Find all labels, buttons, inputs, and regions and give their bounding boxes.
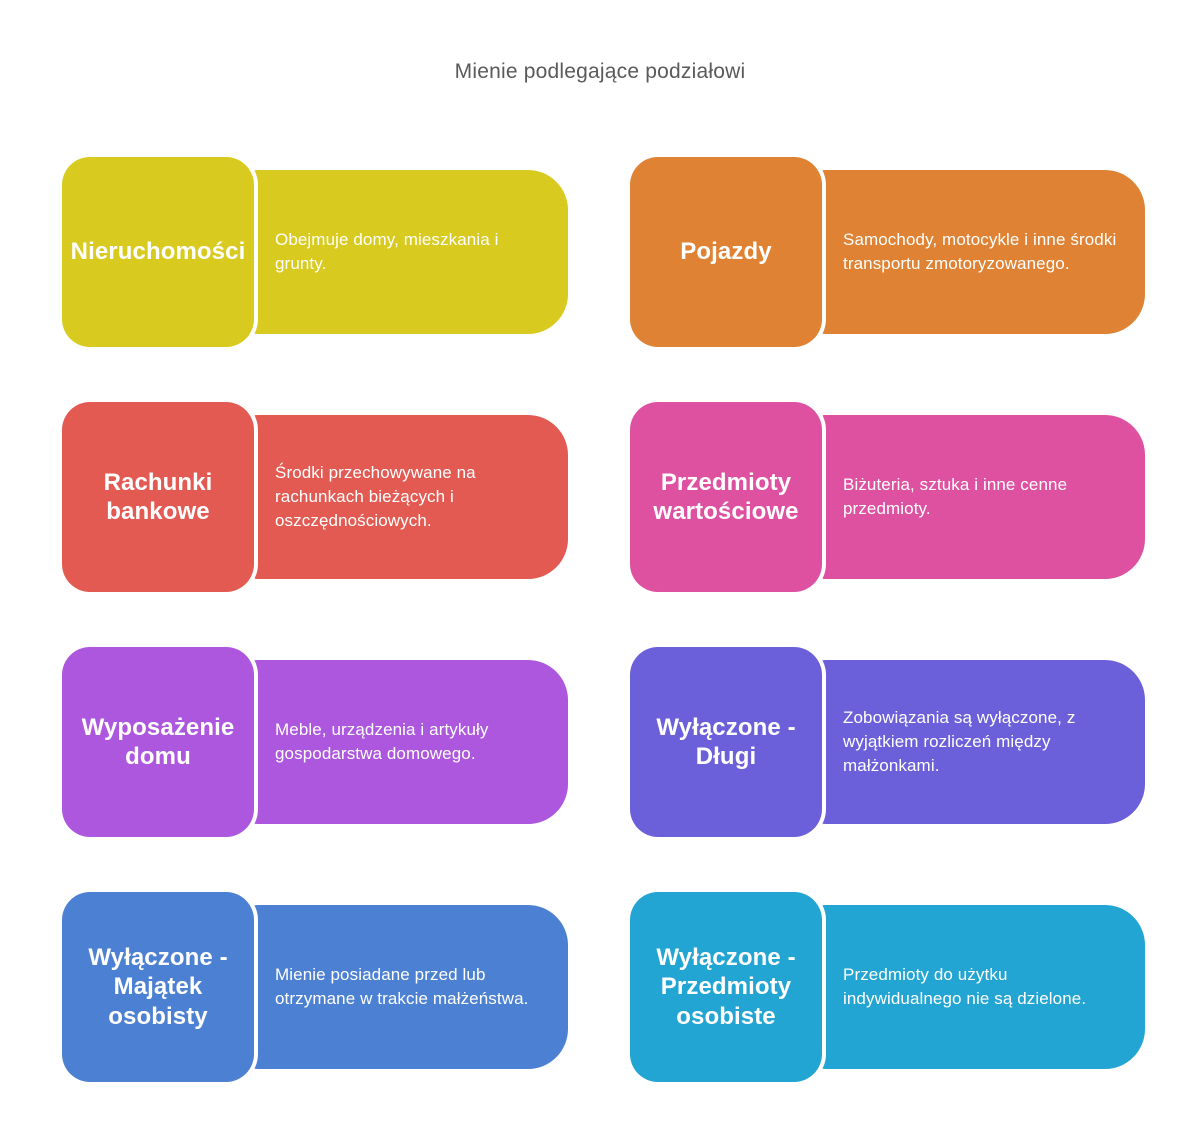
cards-grid: Obejmuje domy, mieszkania i grunty. Nier… — [62, 157, 1200, 1082]
card-valuables: Biżuteria, sztuka i inne cenne przedmiot… — [630, 402, 1145, 592]
page-title: Mienie podlegające podziałowi — [454, 60, 746, 83]
card-home-furnishings: Meble, urządzenia i artykuły gospodarstw… — [62, 647, 568, 837]
card-excluded-personal-items: Przedmioty do użytku indywidualnego nie … — [630, 892, 1145, 1082]
card-label: Przedmioty wartościowe — [653, 468, 799, 525]
card-label-box: Wyposażenie domu — [62, 647, 254, 837]
card-label-box: Rachunki bankowe — [62, 402, 254, 592]
card-description: Samochody, motocykle i inne środki trans… — [843, 229, 1117, 273]
card-label: Pojazdy — [680, 238, 772, 266]
card-label-box: Nieruchomości — [62, 157, 254, 347]
card-bank-accounts: Środki przechowywane na rachunkach bieżą… — [62, 402, 568, 592]
card-description: Zobowiązania są wyłączone, z wyjątkiem r… — [843, 707, 1076, 776]
card-label: Wyłączone - Majątek osobisty — [88, 944, 228, 1030]
card-description: Mienie posiadane przed lub otrzymane w t… — [275, 964, 529, 1008]
card-description-box: Meble, urządzenia i artykuły gospodarstw… — [234, 660, 568, 824]
card-description-box: Zobowiązania są wyłączone, z wyjątkiem r… — [802, 660, 1145, 824]
card-label-box: Wyłączone - Przedmioty osobiste — [630, 892, 822, 1082]
card-description-box: Przedmioty do użytku indywidualnego nie … — [802, 905, 1145, 1069]
card-description: Przedmioty do użytku indywidualnego nie … — [843, 964, 1087, 1008]
card-label: Wyłączone - Długi — [656, 713, 796, 770]
card-label: Nieruchomości — [70, 238, 246, 266]
card-label-box: Wyłączone - Długi — [630, 647, 822, 837]
card-description-box: Samochody, motocykle i inne środki trans… — [802, 170, 1145, 334]
card-description-box: Biżuteria, sztuka i inne cenne przedmiot… — [802, 415, 1145, 579]
card-description: Biżuteria, sztuka i inne cenne przedmiot… — [843, 474, 1068, 518]
card-label: Rachunki bankowe — [103, 468, 213, 525]
card-description-box: Mienie posiadane przed lub otrzymane w t… — [234, 905, 568, 1069]
card-description-box: Obejmuje domy, mieszkania i grunty. — [234, 170, 568, 334]
card-label-box: Pojazdy — [630, 157, 822, 347]
card-label: Wyposażenie domu — [81, 713, 235, 770]
card-label-box: Przedmioty wartościowe — [630, 402, 822, 592]
card-description: Obejmuje domy, mieszkania i grunty. — [275, 229, 499, 273]
card-vehicles: Samochody, motocykle i inne środki trans… — [630, 157, 1145, 347]
card-excluded-debts: Zobowiązania są wyłączone, z wyjątkiem r… — [630, 647, 1145, 837]
card-label-box: Wyłączone - Majątek osobisty — [62, 892, 254, 1082]
card-description-box: Środki przechowywane na rachunkach bieżą… — [234, 415, 568, 579]
card-excluded-personal-property: Mienie posiadane przed lub otrzymane w t… — [62, 892, 568, 1082]
card-description: Środki przechowywane na rachunkach bieżą… — [275, 462, 476, 531]
card-description: Meble, urządzenia i artykuły gospodarstw… — [275, 719, 489, 763]
card-real-estate: Obejmuje domy, mieszkania i grunty. Nier… — [62, 157, 568, 347]
card-label: Wyłączone - Przedmioty osobiste — [656, 944, 796, 1030]
